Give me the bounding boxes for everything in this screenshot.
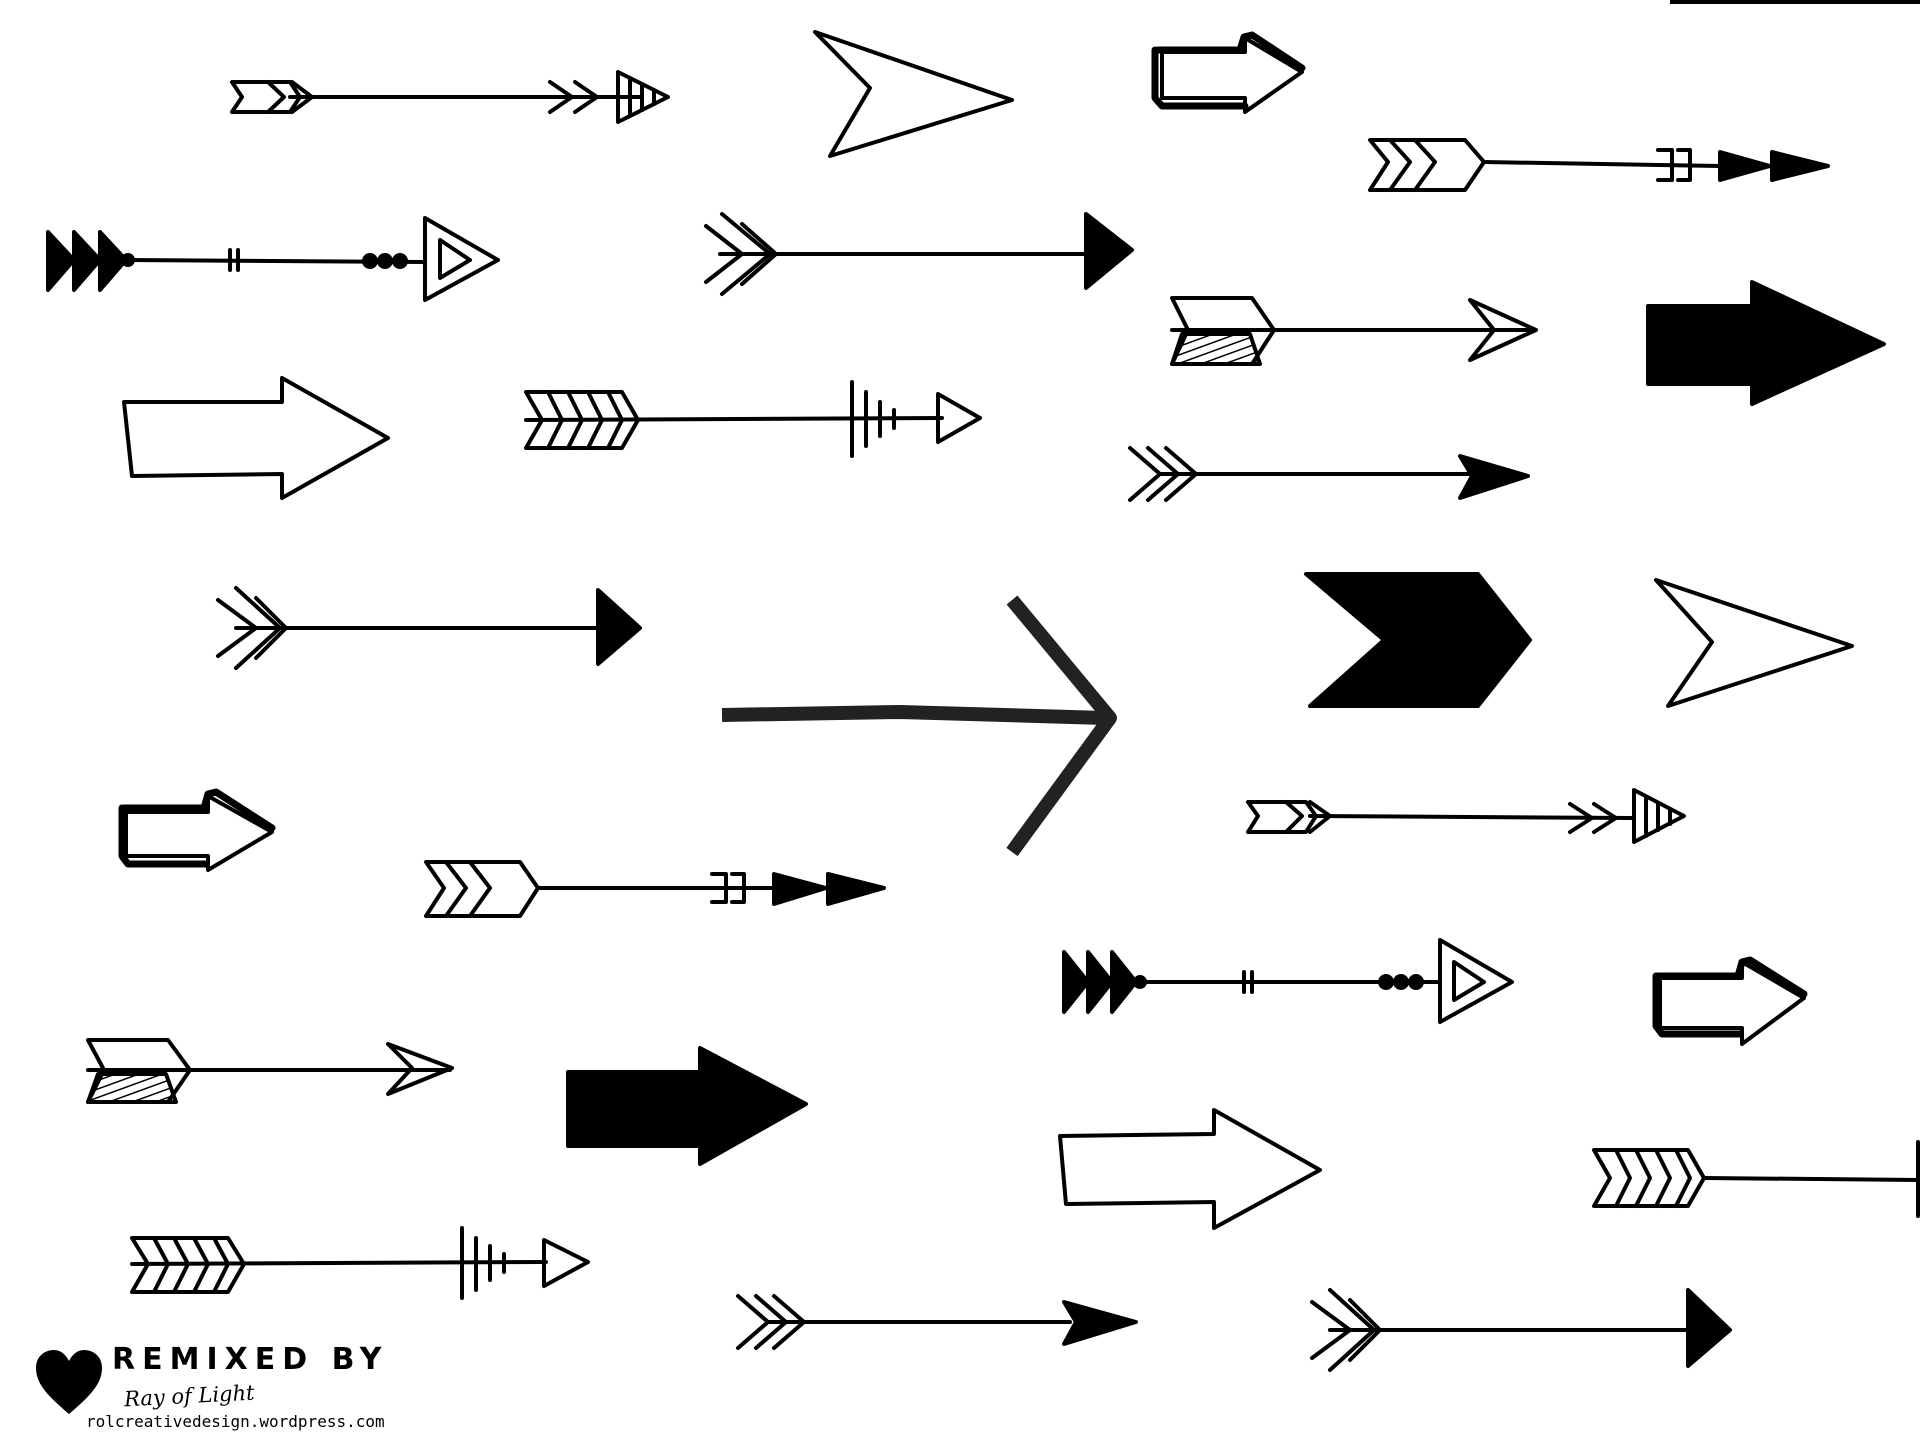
feather-arrow-hatched-2 — [1170, 296, 1538, 366]
feather-arrow-hatched-1 — [230, 70, 670, 124]
block-arrow-black-1 — [1646, 280, 1886, 406]
feather-arrow-edge — [1592, 1140, 1920, 1218]
dotted-arrow-triangle-2 — [1062, 938, 1514, 1024]
dart-arrow-1 — [813, 30, 1014, 158]
block-arrow-outline-2 — [1058, 1108, 1322, 1230]
block-arrow-3d-2 — [118, 788, 276, 872]
block-arrow-3d-3 — [1652, 956, 1808, 1046]
simple-arrow-black-head-2 — [216, 586, 642, 670]
feather-arrow-double-head-1 — [1368, 138, 1830, 192]
remix-badge: REMIXED BY Ray of Light rolcreativedesig… — [34, 1340, 385, 1432]
feather-arrow-ticks-1 — [524, 380, 982, 458]
feather-arrow-hatched-3 — [1246, 788, 1686, 844]
marker-arrow-large — [721, 595, 1117, 857]
badge-heading: REMIXED BY — [112, 1342, 389, 1377]
chevron-tail-arrow-2 — [736, 1294, 1138, 1350]
block-arrow-3d-1 — [1151, 31, 1306, 114]
simple-arrow-black-head-1 — [704, 212, 1134, 296]
badge-url: rolcreativedesign.wordpress.com — [86, 1412, 385, 1431]
block-arrow-outline-1 — [122, 376, 390, 500]
dart-arrow-2 — [1654, 578, 1854, 708]
feather-arrow-double-head-2 — [424, 860, 886, 918]
feather-arrow-hatched-4 — [86, 1038, 454, 1104]
block-arrow-black-2 — [566, 1046, 808, 1166]
chevron-tail-arrow-1 — [1128, 446, 1530, 502]
chevron-black — [1304, 572, 1532, 708]
heart-icon — [36, 1350, 102, 1414]
dotted-arrow-triangle-1 — [46, 216, 500, 302]
feather-arrow-ticks-2 — [130, 1226, 590, 1300]
badge-script: Ray of Light — [123, 1380, 256, 1412]
simple-arrow-black-head-3 — [1310, 1288, 1732, 1372]
